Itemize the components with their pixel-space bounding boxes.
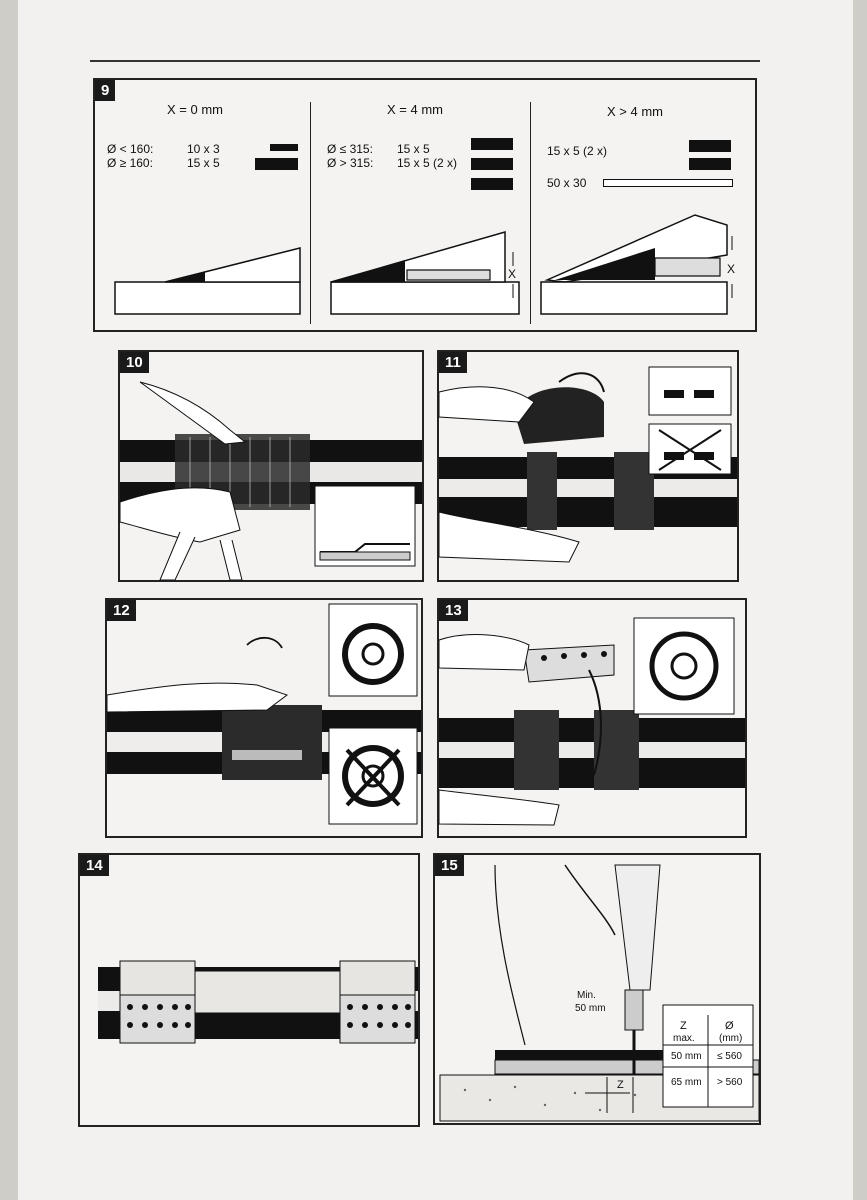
tape-swatch bbox=[471, 158, 513, 170]
tape-swatch bbox=[471, 178, 513, 190]
panel-13: 13 bbox=[437, 598, 747, 838]
panel-12: 12 bbox=[105, 598, 423, 838]
tape-size: 15 x 5 bbox=[397, 142, 430, 156]
table-header-diameter: Ø bbox=[725, 1020, 734, 1032]
table-cell: 65 mm bbox=[671, 1077, 702, 1088]
table-subheader: max. bbox=[673, 1033, 695, 1044]
table-cell: > 560 bbox=[717, 1077, 743, 1088]
x-label: X bbox=[508, 267, 517, 281]
panel-11: 11 bbox=[437, 350, 739, 582]
x-label: X bbox=[727, 262, 736, 276]
drilling-illustration bbox=[439, 864, 760, 1122]
top-rule bbox=[90, 60, 760, 62]
sleeve-closure-illustration bbox=[438, 617, 745, 826]
tape-size: 10 x 3 bbox=[187, 142, 220, 156]
tape-swatch bbox=[270, 144, 298, 151]
diameter-label: Ø ≤ 315: bbox=[327, 142, 373, 156]
panel-14: 14 bbox=[78, 853, 420, 1127]
table-cell: ≤ 560 bbox=[717, 1051, 742, 1062]
diameter-label: Ø ≥ 160: bbox=[107, 156, 153, 170]
panel-number: 10 bbox=[120, 352, 149, 373]
panel-number: 13 bbox=[439, 600, 468, 621]
diameter-label: Ø < 160: bbox=[107, 142, 154, 156]
tape-swatch-wide bbox=[603, 179, 733, 187]
column-header: X = 0 mm bbox=[167, 102, 223, 117]
column-header: X > 4 mm bbox=[607, 104, 663, 119]
tape-size: 15 x 5 (2 x) bbox=[547, 144, 608, 158]
panel-number: 15 bbox=[435, 855, 464, 876]
z-label: Z bbox=[617, 1079, 624, 1091]
table-subheader: (mm) bbox=[719, 1033, 743, 1044]
column-header: X = 4 mm bbox=[387, 102, 443, 117]
column-divider bbox=[530, 102, 531, 324]
panel-number: 14 bbox=[80, 855, 109, 876]
tape-tension-illustration bbox=[106, 603, 421, 825]
tape-swatch bbox=[255, 158, 298, 170]
tape-swatch bbox=[689, 158, 731, 170]
panel-number: 9 bbox=[95, 80, 116, 101]
tape-size: 15 x 5 bbox=[187, 156, 220, 170]
tape-size: 15 x 5 (2 x) bbox=[397, 156, 458, 170]
panel-number: 12 bbox=[107, 600, 136, 621]
tape-swatch bbox=[689, 140, 731, 152]
panel-10: 10 bbox=[118, 350, 424, 582]
min-distance-label: 50 mm bbox=[575, 1003, 606, 1014]
tape-application-illustration bbox=[438, 366, 737, 563]
diameter-label: Ø > 315: bbox=[327, 156, 374, 170]
tape-swatch bbox=[471, 138, 513, 150]
finished-joint-illustration bbox=[98, 960, 418, 1044]
weld-profile-drawings bbox=[114, 214, 733, 315]
min-label: Min. bbox=[577, 990, 596, 1001]
pipe-wrapping-illustration bbox=[119, 381, 422, 581]
panel-9: 9 X = 0 mm Ø < 160: 10 x 3 Ø ≥ 160: 15 x… bbox=[93, 78, 757, 332]
table-cell: 50 mm bbox=[671, 1051, 702, 1062]
table-header-z: Z bbox=[680, 1020, 687, 1032]
panel-15: 15 Min. 50 mm Z Z Ø max. (mm) 50 mm ≤ 56… bbox=[433, 853, 761, 1125]
panel-number: 11 bbox=[439, 352, 467, 373]
tape-size: 50 x 30 bbox=[547, 176, 587, 190]
column-divider bbox=[310, 102, 311, 324]
